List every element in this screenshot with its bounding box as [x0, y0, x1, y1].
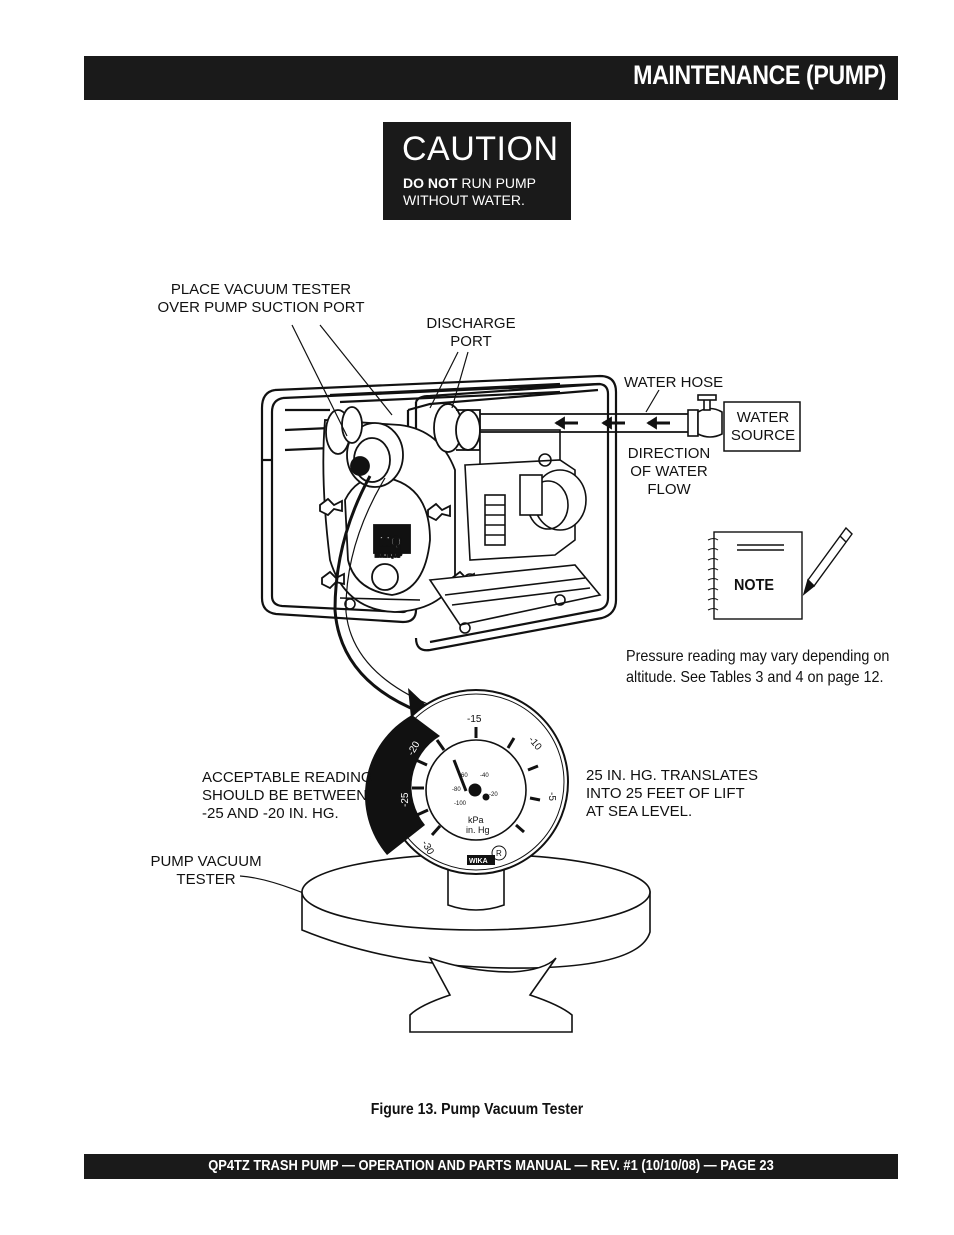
caution-message-rest: RUN PUMP	[457, 175, 537, 191]
label-vacuum-tester-line1: PLACE VACUUM TESTER	[170, 281, 352, 298]
label-discharge-line2: PORT	[450, 333, 492, 350]
water-faucet	[687, 394, 723, 438]
water-hose	[480, 413, 688, 433]
label-direction-of-flow: DIRECTION OF WATER FLOW	[620, 445, 718, 499]
label-pump-vacuum-tester: PUMP VACUUM TESTER	[146, 853, 266, 889]
label-acceptable-line2: SHOULD BE BETWEEN	[202, 787, 368, 804]
gauge-kpa-20: -20	[489, 792, 498, 798]
figure-caption: Figure 13. Pump Vacuum Tester	[370, 1101, 584, 1118]
label-acceptable-line1: ACCEPTABLE READING	[202, 769, 373, 786]
label-vacuum-tester-placement: PLACE VACUUM TESTER OVER PUMP SUCTION PO…	[150, 281, 372, 317]
gauge-brand: WIKA	[469, 858, 488, 865]
note-text-line2: altitude. See Tables 3 and 4 on page 12.	[626, 669, 884, 686]
note-icon	[707, 531, 803, 620]
label-acceptable-reading: ACCEPTABLE READING SHOULD BE BETWEEN -25…	[202, 769, 373, 823]
label-pump-vacuum-line1: PUMP VACUUM	[150, 853, 262, 870]
page-footer-text: QP4TZ TRASH PUMP — OPERATION AND PARTS M…	[208, 1157, 774, 1174]
mq-logo-sub: MULTIQUIP	[375, 553, 403, 559]
label-water-hose: WATER HOSE	[624, 374, 724, 391]
label-discharge-port: DISCHARGE PORT	[416, 315, 526, 351]
caution-message-line1: DO NOT RUN PUMP	[403, 175, 536, 191]
label-water-source-line2: SOURCE	[730, 427, 796, 444]
page-title: MAINTENANCE (PUMP)	[633, 60, 886, 90]
gauge-unit-kpa: kPa	[468, 815, 484, 825]
gauge-tick-15: -15	[467, 714, 482, 725]
pump-frame	[260, 374, 618, 652]
label-water-source-line1: WATER	[736, 409, 790, 426]
gauge-tick-25: -25	[400, 792, 411, 807]
caution-box: CAUTION DO NOT RUN PUMP WITHOUT WATER.	[383, 122, 571, 220]
label-vacuum-tester-line2: OVER PUMP SUCTION PORT	[157, 299, 365, 316]
label-translates-line1: 25 IN. HG. TRANSLATES	[586, 767, 758, 784]
mq-logo-mark: MQ	[379, 533, 402, 549]
label-translates-line3: AT SEA LEVEL.	[586, 803, 693, 820]
label-direction-line3: FLOW	[647, 481, 691, 498]
note-label: NOTE	[733, 577, 774, 594]
gauge-unit-inhg: in. Hg	[466, 825, 490, 835]
label-water-source: WATER SOURCE	[724, 409, 802, 445]
gauge-labels: -15 -10 -5 -20 -25 -30 -60 -40 -80 -20 -…	[400, 714, 557, 865]
tester-pedestal	[301, 853, 651, 1033]
page-footer-bar: QP4TZ TRASH PUMP — OPERATION AND PARTS M…	[84, 1154, 898, 1179]
caution-title: CAUTION	[402, 130, 559, 168]
pump-base	[339, 564, 602, 634]
gauge-kpa-100: -100	[454, 801, 467, 807]
label-translates-line2: INTO 25 FEET OF LIFT	[586, 785, 745, 802]
label-lift-translation: 25 IN. HG. TRANSLATES INTO 25 FEET OF LI…	[586, 767, 758, 821]
pencil-icon	[802, 526, 853, 596]
gauge-registered-mark: R	[496, 849, 502, 858]
gauge-kpa-80: -80	[452, 787, 461, 793]
pump-body: MQ MULTIQUIP	[319, 403, 481, 613]
engine	[463, 429, 587, 587]
gauge-kpa-60: -60	[459, 773, 468, 779]
gauge-tick-5: -5	[546, 792, 557, 801]
label-discharge-line1: DISCHARGE	[426, 315, 516, 332]
water-source-box	[723, 401, 801, 452]
note-text-line1: Pressure reading may vary depending on	[626, 648, 890, 665]
label-direction-line2: OF WATER	[630, 463, 708, 480]
page-header-bar: MAINTENANCE (PUMP)	[84, 56, 898, 100]
caution-emphasis: DO NOT	[403, 175, 458, 191]
gauge-kpa-40: -40	[480, 773, 489, 779]
vacuum-gauge	[364, 689, 569, 875]
label-acceptable-line3: -25 AND -20 IN. HG.	[202, 805, 339, 822]
note-text: Pressure reading may vary depending on a…	[626, 646, 889, 688]
caution-message-line2: WITHOUT WATER.	[403, 192, 525, 208]
label-pump-vacuum-line2: TESTER	[176, 871, 236, 888]
label-direction-line1: DIRECTION	[627, 445, 711, 462]
